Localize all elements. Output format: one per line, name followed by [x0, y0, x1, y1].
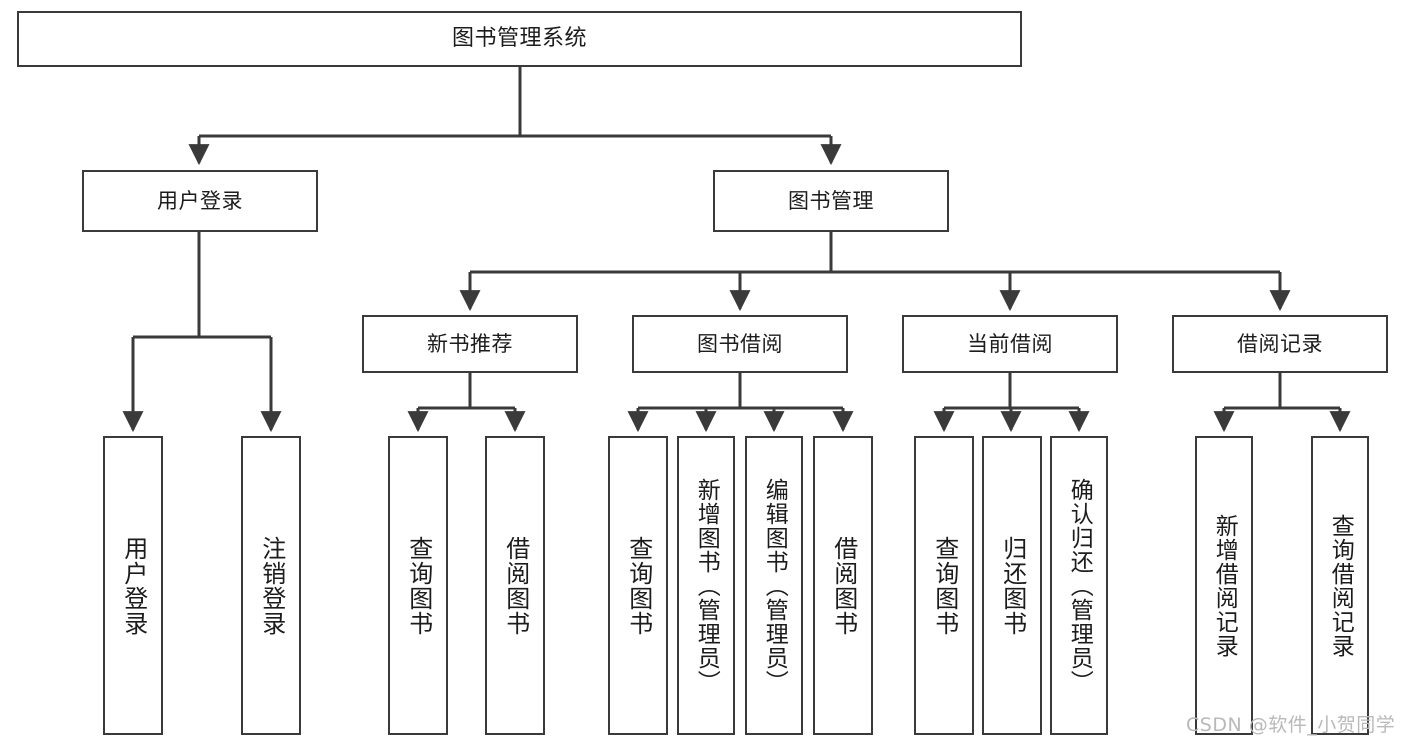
- leaf-borrow-book-1-label: 借阅图书: [501, 535, 530, 636]
- leaf-query-book-2[interactable]: 查询图书: [608, 436, 668, 735]
- watermark: CSDN @软件_小贺同学: [1186, 714, 1396, 736]
- leaf-add-book-label: 新增图书（管理员）: [693, 477, 720, 694]
- node-root[interactable]: 图书管理系统: [17, 11, 1022, 67]
- node-borrow-record[interactable]: 借阅记录: [1172, 315, 1388, 373]
- leaf-return-book-label: 归还图书: [998, 535, 1027, 636]
- node-current-borrow-label: 当前借阅: [967, 331, 1053, 356]
- node-book-borrow[interactable]: 图书借阅: [632, 315, 848, 373]
- leaf-confirm-return[interactable]: 确认归还（管理员）: [1050, 436, 1108, 735]
- node-current-borrow[interactable]: 当前借阅: [902, 315, 1118, 373]
- leaf-query-book-3-label: 查询图书: [930, 535, 959, 636]
- node-user-login[interactable]: 用户登录: [82, 170, 318, 232]
- leaf-confirm-return-label: 确认归还（管理员）: [1066, 477, 1093, 694]
- node-new-book-recommend-label: 新书推荐: [427, 331, 513, 356]
- leaf-add-book[interactable]: 新增图书（管理员）: [677, 436, 735, 735]
- leaf-return-book[interactable]: 归还图书: [982, 436, 1042, 735]
- leaf-query-record[interactable]: 查询借阅记录: [1311, 436, 1369, 735]
- leaf-query-book-1-label: 查询图书: [404, 535, 433, 636]
- leaf-borrow-book-2[interactable]: 借阅图书: [813, 436, 873, 735]
- node-user-login-label: 用户登录: [157, 188, 243, 213]
- leaf-logout[interactable]: 注销登录: [241, 436, 301, 735]
- leaf-query-book-3[interactable]: 查询图书: [914, 436, 974, 735]
- node-book-borrow-label: 图书借阅: [697, 331, 783, 356]
- node-book-manage-label: 图书管理: [788, 188, 874, 213]
- node-borrow-record-label: 借阅记录: [1237, 331, 1323, 356]
- leaf-borrow-book-1[interactable]: 借阅图书: [485, 436, 545, 735]
- leaf-add-record[interactable]: 新增借阅记录: [1195, 436, 1253, 735]
- leaf-add-record-label: 新增借阅记录: [1211, 513, 1238, 658]
- leaf-logout-label: 注销登录: [257, 535, 286, 636]
- leaf-query-book-2-label: 查询图书: [624, 535, 653, 636]
- leaf-user-login[interactable]: 用户登录: [103, 436, 163, 735]
- leaf-edit-book-label: 编辑图书（管理员）: [761, 477, 788, 694]
- leaf-borrow-book-2-label: 借阅图书: [829, 535, 858, 636]
- leaf-edit-book[interactable]: 编辑图书（管理员）: [745, 436, 803, 735]
- leaf-query-book-1[interactable]: 查询图书: [388, 436, 448, 735]
- node-book-manage[interactable]: 图书管理: [713, 170, 949, 232]
- leaf-query-record-label: 查询借阅记录: [1327, 513, 1354, 658]
- node-root-label: 图书管理系统: [451, 25, 587, 51]
- leaf-user-login-label: 用户登录: [119, 535, 148, 636]
- node-new-book-recommend[interactable]: 新书推荐: [362, 315, 578, 373]
